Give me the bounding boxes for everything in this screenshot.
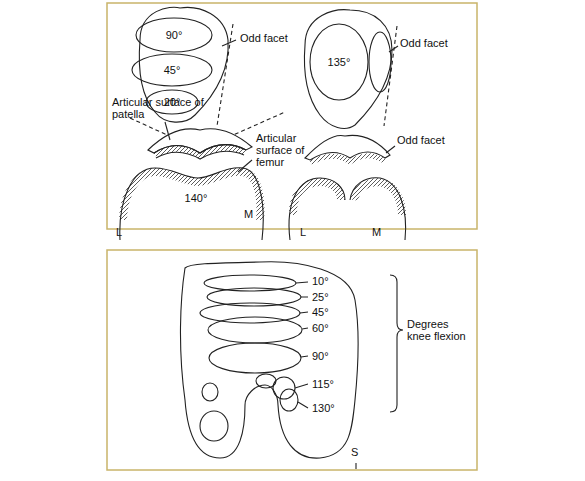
leader-line: [389, 46, 398, 52]
side-label: M: [372, 226, 381, 238]
patella-outline: [304, 10, 392, 129]
side-label: L: [116, 226, 122, 238]
tick-mark: [355, 463, 356, 469]
contact-zone: [200, 411, 228, 441]
side-label: S: [351, 446, 358, 458]
side-label: M: [244, 208, 253, 220]
angle-label: 140°: [185, 192, 208, 204]
side-label: L: [300, 226, 306, 238]
femur-distal-outline: [180, 262, 358, 458]
axis-label: Degrees knee flexion: [407, 318, 471, 342]
contact-zone: [310, 24, 368, 100]
femur-articular-surface: [123, 172, 260, 220]
contact-zone: [280, 389, 298, 411]
patella-section: [154, 145, 246, 159]
flexion-angle: 45°: [312, 306, 329, 318]
femur-condyle: [289, 178, 406, 240]
leader-line: [386, 146, 395, 153]
panel-frame: [107, 250, 477, 470]
surface-label: Articular surface of patella: [112, 96, 204, 120]
dashed-line: [384, 26, 397, 126]
leader-line: [295, 282, 308, 408]
contact-zone: [204, 275, 296, 291]
contact-zone: [209, 343, 301, 373]
dashed-line: [217, 24, 233, 126]
leader-line: [222, 40, 236, 46]
surface-label: Articular surface of femur: [256, 132, 320, 168]
contact-zone: [136, 18, 212, 52]
flexion-angle: 25°: [312, 291, 329, 303]
facet-label: Odd facet: [400, 37, 448, 49]
flexion-angle: 60°: [312, 322, 329, 334]
bracket: [390, 275, 403, 412]
leader-line: [238, 160, 252, 172]
facet-label: Odd facet: [397, 134, 445, 146]
leader-line: [165, 122, 170, 140]
odd-facet-zone: [369, 32, 391, 92]
flexion-angle: 130°: [312, 402, 335, 414]
contact-zone: [132, 54, 212, 86]
flexion-angle: 115°: [312, 378, 334, 390]
angle-label: 90°: [166, 29, 183, 41]
contact-zone: [202, 383, 218, 401]
patella-articular-surface: [311, 156, 384, 163]
femur-articular-surface: [293, 182, 402, 215]
angle-label: 135°: [328, 56, 351, 68]
panel-frame: [107, 3, 477, 229]
flexion-angle: 90°: [312, 350, 329, 362]
facet-label: Odd facet: [240, 32, 288, 44]
femur-section: [120, 168, 263, 240]
flexion-angle: 10°: [312, 275, 329, 287]
contact-zone: [273, 377, 295, 399]
angle-label: 45°: [164, 64, 181, 76]
contact-zone: [208, 317, 302, 343]
